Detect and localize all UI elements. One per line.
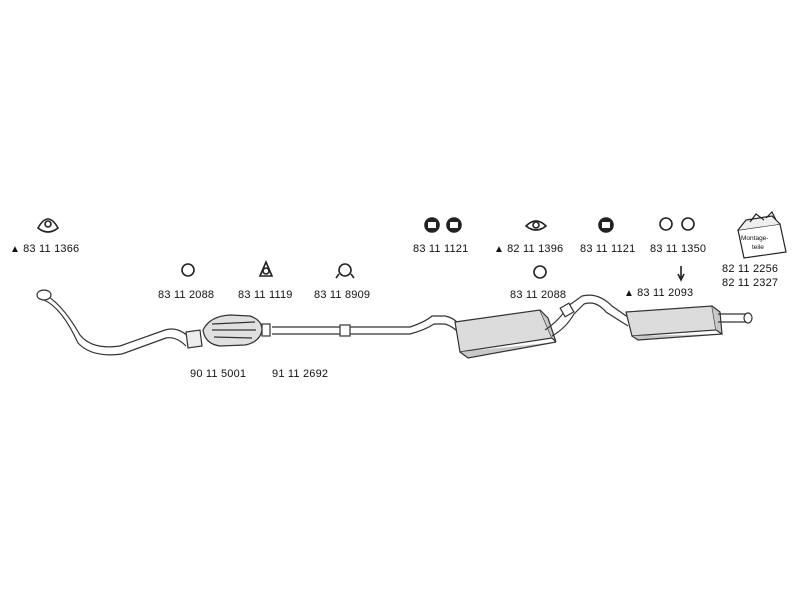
warning-triangle-icon: ▲ <box>10 244 21 255</box>
part-label-1366: ▲83 11 1366 <box>10 243 79 255</box>
part-label-5001: 90 11 5001 <box>190 368 246 380</box>
clamp <box>261 323 271 337</box>
part-label-1396: ▲82 11 1396 <box>494 243 563 255</box>
part-label-2692: 91 11 2692 <box>272 368 328 380</box>
part-number: 83 11 1350 <box>650 243 707 255</box>
part-number: 83 11 2093 <box>637 287 694 299</box>
rear-clamp <box>559 302 575 318</box>
part-number: 90 11 5001 <box>190 368 247 380</box>
part-number: 82 11 2256 <box>722 263 779 275</box>
part-label-1350: 83 11 1350 <box>650 243 706 255</box>
sealing-ring-icon <box>533 265 547 279</box>
middle-pipe-2 <box>350 315 461 335</box>
part-label-8909: 83 11 8909 <box>314 289 370 301</box>
bolt-icon <box>677 266 685 282</box>
mounting-kit-label-2: teile <box>752 244 764 251</box>
middle-clamp <box>339 324 351 337</box>
warning-triangle-icon: ▲ <box>624 288 635 299</box>
oval-gasket-icon <box>524 220 548 231</box>
rear-silencer <box>625 305 717 337</box>
tail-pipe-end <box>743 312 753 324</box>
warning-triangle-icon: ▲ <box>494 244 505 255</box>
part-number: 83 11 8909 <box>314 289 371 301</box>
part-label-2327: 82 11 2327 <box>722 277 778 289</box>
part-number: 91 11 2692 <box>272 368 329 380</box>
part-number: 83 11 2088 <box>158 289 215 301</box>
flange-gasket-icon <box>36 218 60 233</box>
flex-joint <box>185 329 203 349</box>
part-label-2088-left: 83 11 2088 <box>158 289 214 301</box>
rear-pipe <box>544 294 633 337</box>
front-flange <box>36 289 52 301</box>
part-label-2088-right: 83 11 2088 <box>510 289 566 301</box>
part-number: 83 11 1121 <box>580 243 636 255</box>
front-pipe <box>39 291 191 348</box>
middle-pipe <box>272 326 340 335</box>
pipe-clamp-icon <box>338 263 352 277</box>
part-label-2093: ▲83 11 2093 <box>624 287 693 299</box>
part-label-2256: 82 11 2256 <box>722 263 778 275</box>
part-label-1119: 83 11 1119 <box>238 289 293 301</box>
part-number: 82 11 2327 <box>722 277 779 289</box>
tail-pipe <box>718 313 748 323</box>
part-number: 82 11 1396 <box>507 243 564 255</box>
part-number: 83 11 1366 <box>23 243 80 255</box>
rubber-ring-icon <box>681 217 695 231</box>
part-label-1121-right: 83 11 1121 <box>580 243 635 255</box>
part-number: 83 11 2088 <box>510 289 567 301</box>
mounting-kit-label-1: Montage- <box>741 235 768 242</box>
sealing-ring-icon <box>181 263 195 277</box>
front-pipe-inner <box>43 299 187 356</box>
part-label-1121-left: 83 11 1121 <box>413 243 468 255</box>
rubber-ring-icon <box>659 217 673 231</box>
mounting-kit-box: Montage- teile <box>737 210 787 259</box>
part-number: 83 11 1121 <box>413 243 469 255</box>
part-number: 83 11 1119 <box>238 289 293 301</box>
